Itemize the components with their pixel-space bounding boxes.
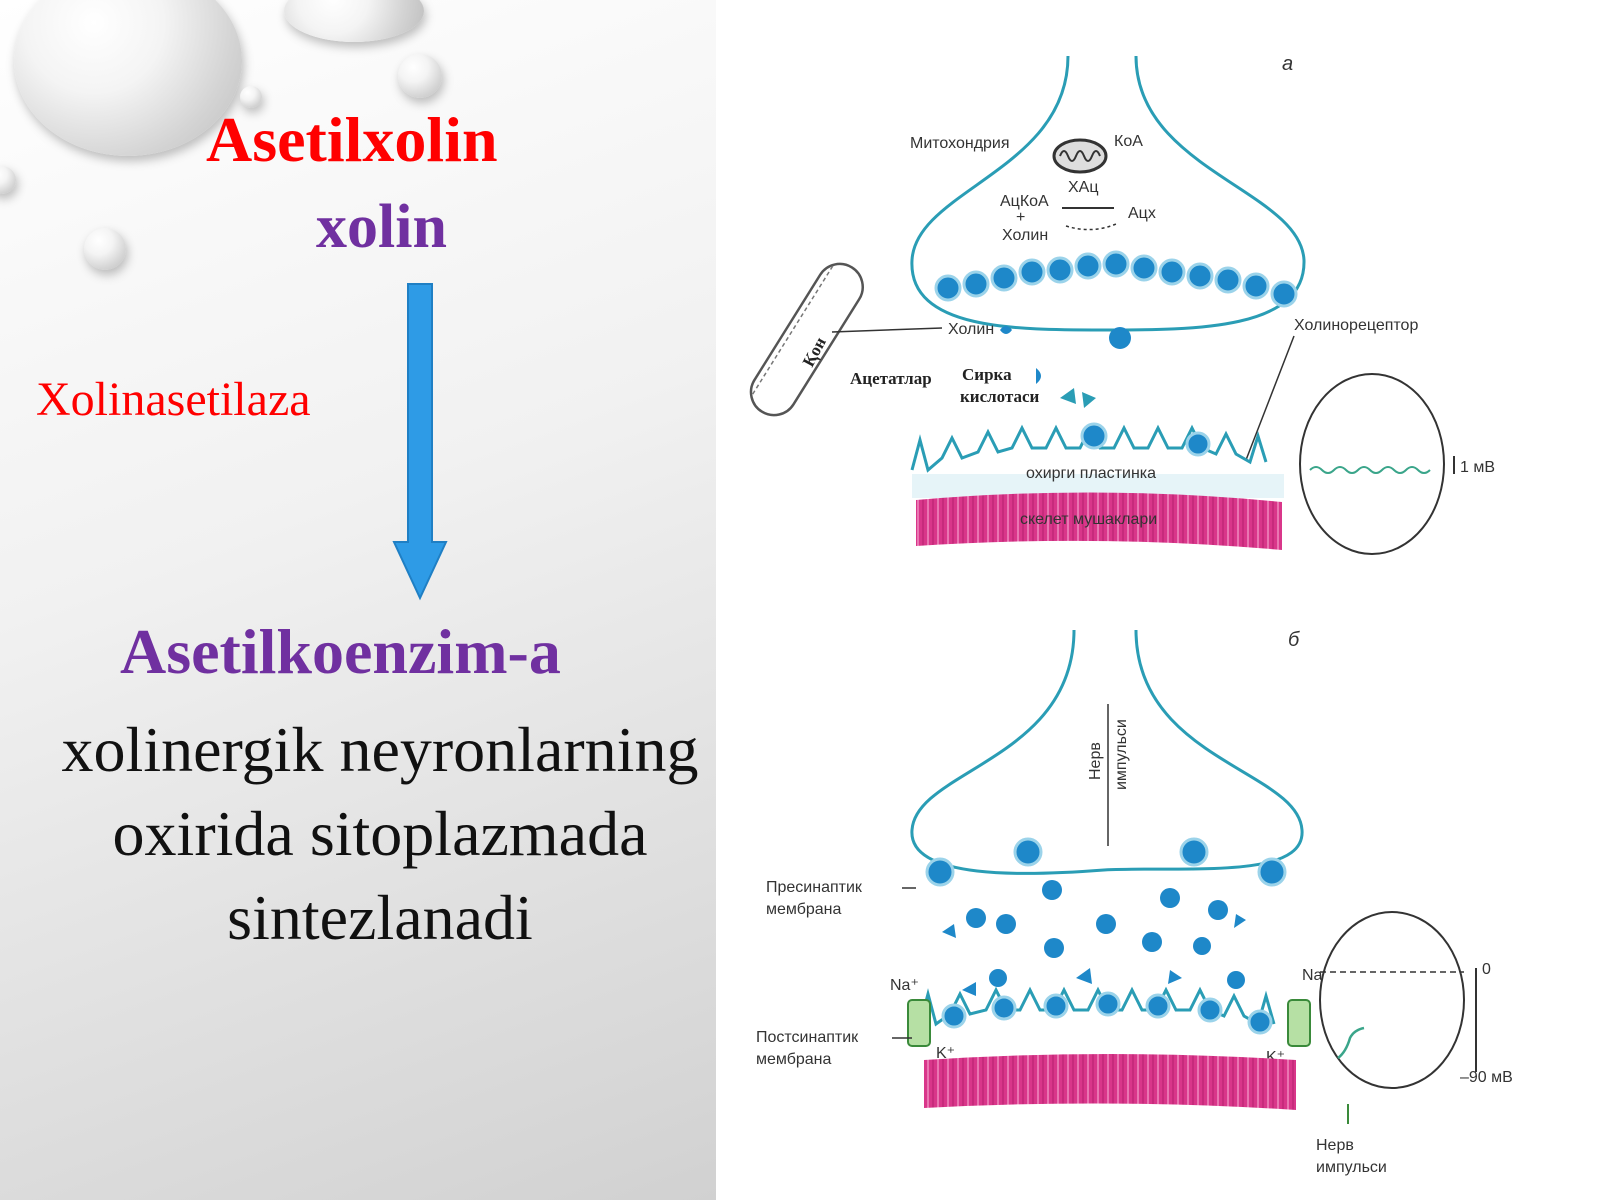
- bottom-nerve-label-1: Нерв: [1316, 1137, 1354, 1154]
- zero-mv-label: 0: [1482, 961, 1491, 978]
- synapse-diagram: а Митохондрия КоА ХАц АцКоА + Холин Ацх: [716, 0, 1600, 1200]
- water-drop-top: [284, 0, 424, 42]
- end-plate-label: охирги пластинка: [1026, 465, 1156, 482]
- choline-top-label: Холин: [1002, 227, 1048, 244]
- postsynaptic-label-1: Постсинаптик: [756, 1029, 859, 1046]
- minus-90-mv-label: –90 мВ: [1460, 1069, 1513, 1086]
- oscilloscope-b: [1319, 911, 1465, 1089]
- mv-label: 1 мВ: [1460, 459, 1495, 476]
- water-drop-small: [398, 54, 442, 98]
- panel-b-letter: б: [1288, 629, 1300, 651]
- bottom-nerve-label-2: импульси: [1316, 1159, 1387, 1176]
- skeletal-muscle-label: скелет мушаклари: [1020, 511, 1157, 528]
- choline-label: xolin: [316, 193, 447, 261]
- oscilloscope-a: [1299, 373, 1445, 555]
- panel-a: а Митохондрия КоА ХАц АцКоА + Холин Ацх: [749, 53, 1495, 555]
- enzyme-label: Xolinasetilaza: [36, 373, 311, 426]
- product-label: Asetilkoenzim-a: [120, 616, 561, 687]
- presynaptic-label-2: мембрана: [766, 901, 842, 918]
- ach-label: Ацх: [1128, 205, 1156, 222]
- acetic-acid-label-2: кислотаси: [960, 387, 1040, 406]
- nerve-impulse-label-1: Нерв: [1087, 742, 1104, 780]
- nerve-terminal-b: [910, 629, 1304, 875]
- mitochondria-label: Митохондрия: [910, 135, 1010, 152]
- acetic-acid-label-1: Сирка: [962, 365, 1012, 384]
- released-acetylcholine: [942, 880, 1246, 996]
- water-drop-tiny: [240, 86, 262, 108]
- chat-label: ХАц: [1068, 179, 1099, 196]
- skeletal-muscle-a: [916, 492, 1282, 550]
- nerve-terminal-a: [910, 55, 1306, 332]
- nerve-impulse-label-2: импульси: [1113, 719, 1130, 790]
- panel-b: б Нерв импульси Пресинаптик мембрана: [756, 629, 1513, 1176]
- na-channel-right-icon: [1287, 999, 1311, 1047]
- coa-label: КоА: [1114, 133, 1143, 150]
- cholinoreceptor-label: Холинорецептор: [1294, 317, 1418, 334]
- vesicle-row-a: [934, 250, 1298, 308]
- choline-label-a: Холин: [948, 321, 994, 338]
- water-drop-left: [84, 228, 126, 270]
- postsynaptic-label-2: мембрана: [756, 1051, 832, 1068]
- acetates-label: Ацетатлар: [850, 369, 932, 388]
- mitochondria-icon: [1052, 138, 1108, 174]
- water-drop-edge: [0, 166, 16, 194]
- blood-vessel-icon: [749, 262, 864, 417]
- plus-label: +: [1016, 209, 1025, 226]
- na-channel-left-icon: [907, 999, 931, 1047]
- vesicle-row-b: [925, 837, 1287, 887]
- skeletal-muscle-b: [924, 1054, 1296, 1110]
- slide-title: Asetilxolin: [206, 104, 498, 175]
- panel-a-letter: а: [1282, 53, 1293, 75]
- na-label-left: Na⁺: [890, 977, 919, 994]
- description-text: xolinergik neyronlarning oxirida sitopla…: [61, 714, 699, 953]
- presynaptic-label-1: Пресинаптик: [766, 879, 863, 896]
- acetyl-coa-label: АцКоА: [1000, 193, 1049, 210]
- k-label-left: K⁺: [936, 1045, 955, 1062]
- down-arrow-icon: [392, 283, 448, 601]
- water-drop-large: [14, 0, 242, 156]
